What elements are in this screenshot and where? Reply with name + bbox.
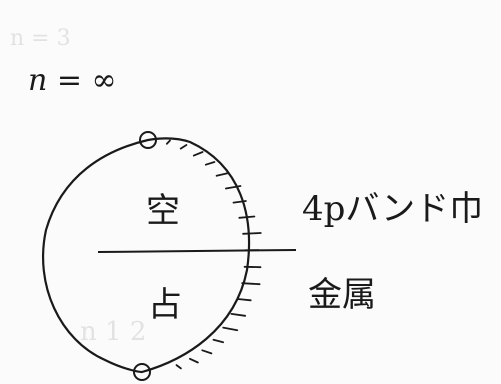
hatch-tick [212,338,225,344]
hatch-tick [188,357,199,364]
hatch-tick [230,312,247,317]
hatch-tick [238,215,256,219]
empty-region-label: 空 [146,191,180,231]
bottom-point-marker [133,363,151,381]
hatch-tick [201,349,213,355]
hatch-tick [236,298,252,302]
hatch-tick [224,185,242,190]
metal-label: 金属 [308,275,376,315]
hatch-tick [192,151,204,157]
band-width-label: 4pバンド巾 [302,189,483,229]
hatch-tick [165,139,171,145]
faint-note-bottom: n 1 2 [80,317,146,347]
faint-note-top: n = 3 [10,26,71,51]
fermi-level-line [97,249,297,253]
hatch-tick [242,232,262,235]
hatch-tick [179,144,188,150]
hatch-tick [222,326,239,332]
hatch-tick [241,282,261,286]
hatch-tick [175,364,182,370]
hatch-marks [165,139,262,370]
hatch-tick [204,161,216,166]
occupied-region-label: 占 [148,285,182,325]
band-outline [41,137,251,374]
top-point-marker [139,131,157,149]
hatch-tick [215,172,230,177]
hatch-tick [232,200,247,204]
n-infinity-label: n = ∞ [28,63,117,98]
